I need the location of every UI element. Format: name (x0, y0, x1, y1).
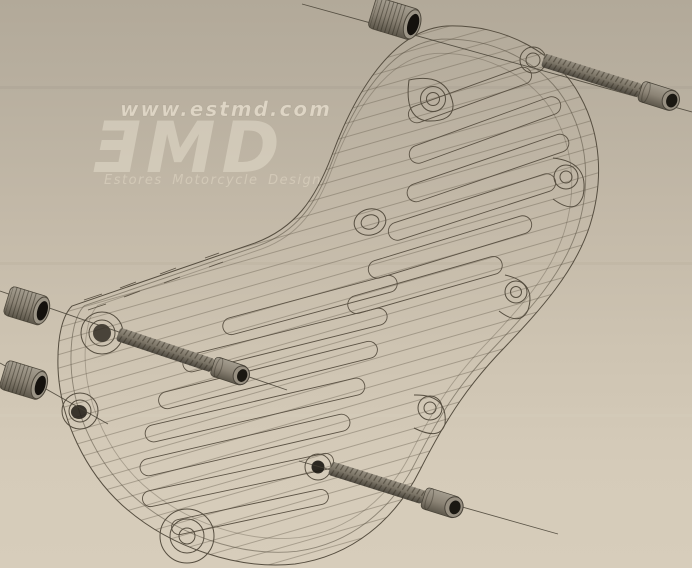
boss-ear-right-lower (498, 274, 531, 320)
boss-ear-bottom-right (413, 394, 446, 435)
socket-bolt-middle (115, 327, 250, 386)
bolt-bosses (61, 46, 585, 564)
boss-bottom (159, 508, 215, 564)
boss-left-lower-hole (61, 392, 99, 430)
spacer-left-upper (3, 286, 51, 326)
watermark-logo: ƎMD (92, 107, 286, 189)
boss-ear-right-upper (552, 157, 585, 208)
spacer-left-lower (0, 360, 49, 400)
cover-ribs (139, 66, 570, 536)
boss-ear-top-left (407, 77, 454, 122)
watermark-url: www.estmd.com (120, 97, 332, 121)
spacer-top (368, 0, 422, 40)
socket-bolt-bottom (327, 461, 464, 519)
flange-notches (83, 252, 224, 311)
watermark-tagline: Estores Motorcycle Design (104, 173, 322, 188)
cover-rib-hatching (57, 25, 599, 565)
boss-face-ring (353, 208, 387, 236)
bolt-axis-line-top (301, 3, 692, 113)
socket-bolt-top-right (540, 53, 680, 111)
watermark-group: www.estmd.com ƎMD Estores Motorcycle Des… (92, 97, 332, 189)
engine-cover-wireframe (57, 25, 600, 566)
